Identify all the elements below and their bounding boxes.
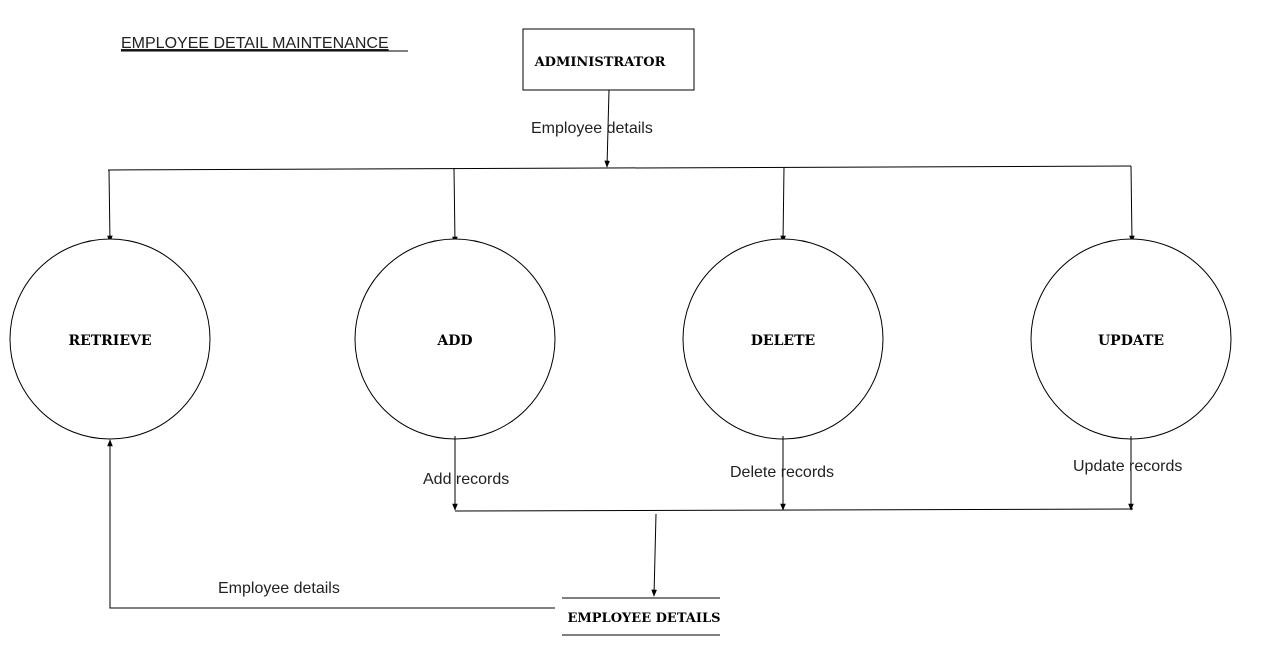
flow-to-delete: [780, 166, 786, 243]
administrator-entity-label: ADMINISTRATOR: [534, 55, 666, 70]
add-process-label: ADD: [436, 333, 472, 349]
retrieve-process-circle[interactable]: [9, 238, 211, 440]
admin-flow-label: Employee details: [531, 120, 653, 137]
flow-to-retrieve: [107, 169, 113, 243]
flow-to-update: [1129, 165, 1135, 243]
store-to-retrieve-label: Employee details: [218, 580, 340, 597]
bus-to-store-flow: [651, 513, 657, 597]
data-store-label[interactable]: EMPLOYEE DETAILS: [567, 611, 720, 626]
delete-records-label: Delete records: [730, 464, 834, 481]
retrieve-process-label: RETRIEVE: [68, 333, 151, 349]
bottom-collection-bus: [454, 508, 1134, 512]
flow-to-add: [452, 167, 458, 244]
top-distribution-bus: [107, 165, 1132, 171]
add-records-label: Add records: [423, 471, 509, 488]
store-to-retrieve-flow: [107, 439, 555, 609]
diagram-title: EMPLOYEE DETAIL MAINTENANCE: [121, 35, 389, 52]
update-process-label: UPDATE: [1098, 333, 1164, 349]
admin-to-bus-flow: [604, 89, 610, 168]
update-records-label: Update records: [1073, 458, 1182, 475]
delete-process-label: DELETE: [751, 333, 815, 349]
